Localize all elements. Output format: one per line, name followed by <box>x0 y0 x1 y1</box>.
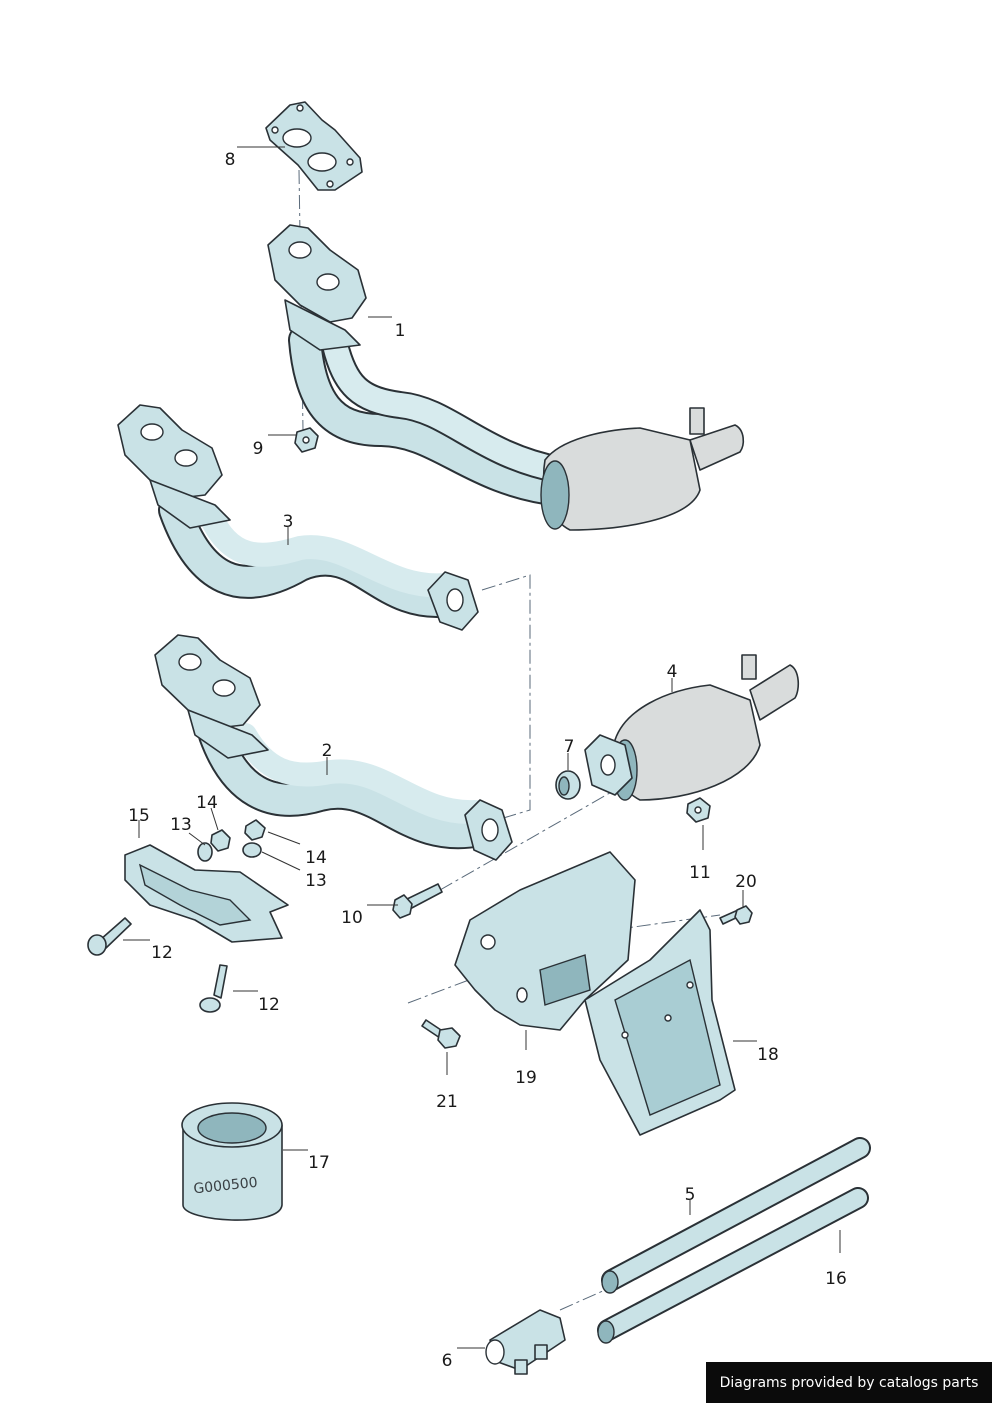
part-9-nut <box>294 427 319 453</box>
callout-1: 1 <box>394 321 406 341</box>
callout-12-lower: 12 <box>258 995 280 1015</box>
callout-9: 9 <box>252 439 264 459</box>
callout-18: 18 <box>757 1045 779 1065</box>
callout-3: 3 <box>282 512 294 532</box>
part-15-heat-shield <box>124 844 289 943</box>
part-10-bolt <box>392 883 443 919</box>
callout-13-right: 13 <box>305 871 327 891</box>
part-20-bolt <box>719 905 753 925</box>
part-8-gasket <box>265 101 363 191</box>
callout-20: 20 <box>735 872 757 892</box>
part-1-manifold-with-converter <box>267 224 745 531</box>
part-5-pipe <box>601 1137 871 1294</box>
part-13-washer-right <box>242 842 262 858</box>
credit-banner: Diagrams provided by catalogs parts <box>706 1362 992 1403</box>
cartridge-marking: G000500 <box>193 1175 259 1198</box>
callout-4: 4 <box>666 662 678 682</box>
part-4-catalytic-converter <box>584 654 800 801</box>
callout-21: 21 <box>436 1092 458 1112</box>
callout-10: 10 <box>341 908 363 928</box>
part-21-bolt <box>421 1019 461 1049</box>
callout-11: 11 <box>689 863 711 883</box>
callout-14-right: 14 <box>305 848 327 868</box>
part-14-nut-left <box>210 829 231 852</box>
part-12-bolt-upper <box>87 917 132 956</box>
callout-7: 7 <box>563 737 575 757</box>
callout-5: 5 <box>684 1185 696 1205</box>
part-16-pipe <box>597 1187 869 1344</box>
part-14-nut-right <box>244 819 266 841</box>
part-2-manifold <box>154 634 513 861</box>
parts-13-14-fasteners <box>197 819 266 862</box>
callout-2: 2 <box>321 741 333 761</box>
part-12-bolt-lower <box>199 964 228 1013</box>
callout-16: 16 <box>825 1269 847 1289</box>
part-13-washer-left <box>197 842 213 862</box>
callout-12-upper: 12 <box>151 943 173 963</box>
part-3-manifold <box>117 404 479 631</box>
part-18-heat-shield-plate <box>584 909 736 1136</box>
part-17-filter-cartridge: G000500 <box>181 1102 283 1221</box>
callout-13-left: 13 <box>170 815 192 835</box>
part-19-bracket <box>454 851 636 1031</box>
callout-17: 17 <box>308 1153 330 1173</box>
leader-lines <box>123 146 841 1349</box>
callout-19: 19 <box>515 1068 537 1088</box>
callout-14-left: 14 <box>196 793 218 813</box>
callout-15: 15 <box>128 806 150 826</box>
part-7-seal-ring <box>555 770 581 800</box>
callout-8: 8 <box>224 150 236 170</box>
part-11-nut <box>686 797 711 823</box>
part-6-clamp <box>485 1309 566 1375</box>
callout-6: 6 <box>441 1351 453 1371</box>
